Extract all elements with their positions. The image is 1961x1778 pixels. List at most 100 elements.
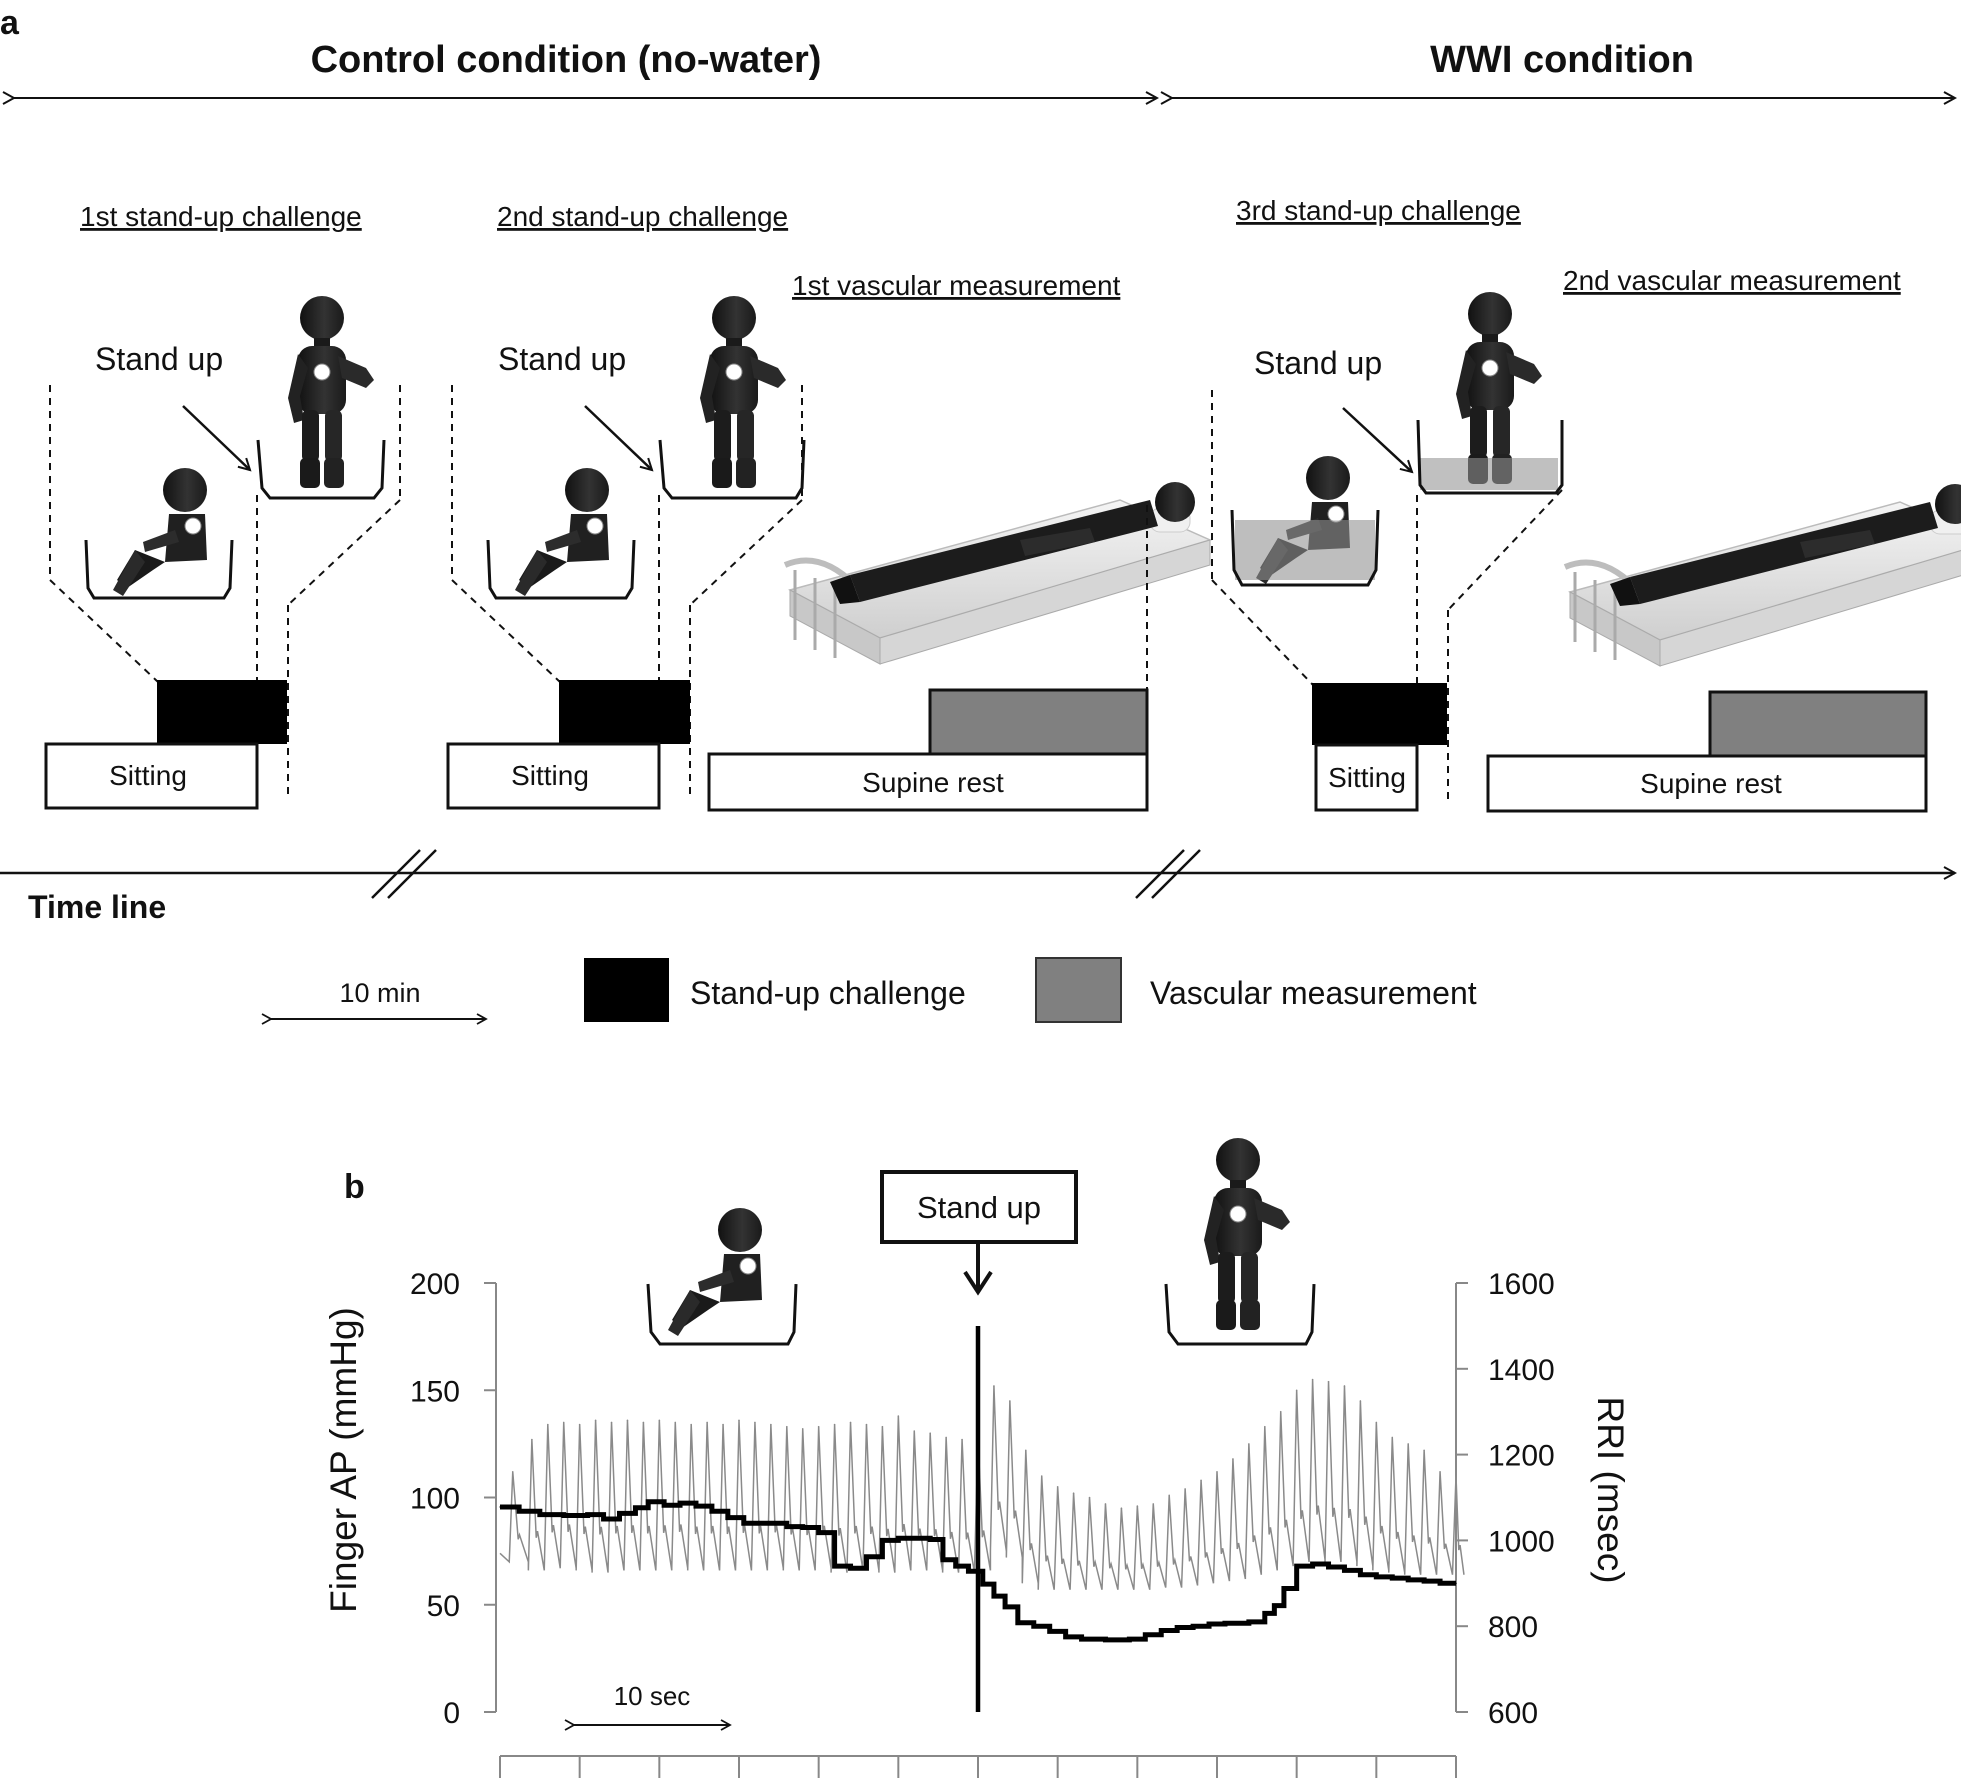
rri-point — [1296, 1565, 1298, 1567]
rri-point — [1128, 1638, 1130, 1640]
sitting-person-icon-1 — [112, 467, 208, 597]
ap-beat-peak — [1455, 1475, 1457, 1477]
ap-beat-peak — [1104, 1503, 1107, 1505]
rri-point — [802, 1526, 804, 1529]
rri-point — [1327, 1566, 1330, 1568]
ap-beat-peak — [1375, 1421, 1378, 1424]
rri-point — [1359, 1574, 1361, 1576]
sitting-label-2: Sitting — [511, 760, 589, 791]
rri-point — [849, 1567, 852, 1569]
ap-beat-peak — [1184, 1488, 1186, 1490]
rri-point — [1312, 1563, 1314, 1565]
rri-point — [1391, 1577, 1393, 1579]
left-tick-label: 50 — [427, 1590, 460, 1623]
rri-point — [1049, 1630, 1051, 1632]
ap-beat-peak — [1200, 1479, 1202, 1482]
ap-beat-peak — [642, 1421, 645, 1424]
stand-up-callout-label: Stand up — [917, 1190, 1041, 1225]
rri-point — [955, 1565, 957, 1567]
ap-beat-peak — [1248, 1443, 1250, 1445]
challenge3-label: 3rd stand-up challenge — [1236, 195, 1521, 226]
tub-standing-b — [1164, 1283, 1316, 1346]
standup-block-3 — [1312, 683, 1447, 745]
rri-point — [897, 1537, 899, 1539]
stand-up-arrow-2 — [584, 405, 652, 470]
rri-point — [647, 1501, 649, 1503]
rri-point — [1004, 1606, 1006, 1608]
ap-beat-peak — [578, 1423, 581, 1426]
rri-point — [865, 1556, 868, 1558]
ap-beat-peak — [849, 1421, 852, 1424]
stand-up-callout — [880, 1170, 1078, 1244]
tub-standing-1 — [256, 439, 386, 500]
rri-point — [881, 1539, 884, 1541]
ap-beat-peak — [1359, 1400, 1362, 1402]
standup-block-1 — [157, 680, 287, 744]
ap-beat-peak — [770, 1423, 772, 1426]
ap-beat-peak — [1072, 1492, 1075, 1495]
ap-beat-peak — [1343, 1385, 1346, 1387]
rri-point — [1283, 1587, 1285, 1590]
rri-point — [770, 1522, 772, 1524]
ap-beat-peak — [881, 1425, 884, 1428]
rri-point — [695, 1505, 697, 1507]
rri-point — [1208, 1623, 1210, 1625]
sitting-person-icon-b — [667, 1207, 763, 1337]
timeline-break-2 — [1135, 849, 1185, 899]
vascular-block-1 — [928, 688, 1149, 756]
ap-beat-peak — [913, 1430, 916, 1432]
right-tick-label: 1600 — [1488, 1268, 1555, 1301]
left-tick-label: 0 — [443, 1697, 460, 1730]
finger-ap-series-line — [499, 1379, 1465, 1590]
vascular2-label: 2nd vascular measurement — [1563, 265, 1901, 296]
control-condition-title: Control condition (no-water) — [311, 39, 822, 81]
ap-beat-peak — [945, 1436, 947, 1439]
standing-person-icon-1 — [287, 295, 375, 489]
ap-beat-peak — [1088, 1496, 1091, 1499]
rri-point — [679, 1502, 681, 1504]
tub-sitting-3 — [1230, 509, 1380, 587]
supine-label-2: Supine rest — [1640, 768, 1782, 799]
standing-person-icon-2 — [699, 295, 787, 489]
ap-beat-peak — [1136, 1505, 1139, 1507]
left-tick-label: 200 — [410, 1268, 460, 1301]
ap-beat-peak — [1407, 1443, 1409, 1445]
rri-point — [1375, 1576, 1377, 1578]
challenge2-label: 2nd stand-up challenge — [497, 201, 788, 232]
ap-beat-peak — [1311, 1378, 1314, 1381]
rri-point — [1423, 1580, 1425, 1582]
ap-beat-peak — [610, 1421, 613, 1424]
timeline-label: Time line — [28, 889, 166, 925]
rri-point — [711, 1510, 713, 1512]
rri-point — [834, 1565, 836, 1567]
timeline-break-1 — [371, 849, 421, 899]
rri-point — [1160, 1629, 1162, 1632]
rri-point — [982, 1583, 984, 1585]
rri-point — [1455, 1582, 1457, 1584]
stand-up-text-1: Stand up — [95, 341, 223, 377]
rri-point — [1104, 1639, 1107, 1641]
rri-point — [1080, 1638, 1083, 1640]
ap-beat-peak — [511, 1470, 514, 1473]
sitting-label-3: Sitting — [1328, 762, 1406, 793]
rri-point — [967, 1570, 970, 1572]
tub-standing-3 — [1416, 419, 1564, 495]
right-axis-title: RRI (msec) — [1590, 1396, 1631, 1583]
legend-standup-label: Stand-up challenge — [690, 975, 966, 1011]
vascular1-label: 1st vascular measurement — [792, 270, 1121, 301]
ap-beat-peak — [929, 1432, 931, 1434]
ap-beat-peak — [562, 1421, 565, 1424]
tub-sitting-b — [646, 1283, 798, 1346]
lying-person-icon-2 — [1565, 484, 1961, 666]
ap-beat-peak — [801, 1428, 804, 1430]
sitting-box-2 — [446, 742, 661, 810]
rri-point — [1407, 1579, 1409, 1581]
challenge1-label: 1st stand-up challenge — [80, 201, 362, 232]
supine-box-2 — [1486, 754, 1928, 813]
standing-person-icon-b — [1203, 1137, 1291, 1331]
ap-beat-peak — [1423, 1449, 1425, 1452]
right-tick-label: 800 — [1488, 1611, 1538, 1644]
tub-sitting-2 — [486, 539, 636, 600]
ap-beat-peak — [1279, 1410, 1282, 1413]
